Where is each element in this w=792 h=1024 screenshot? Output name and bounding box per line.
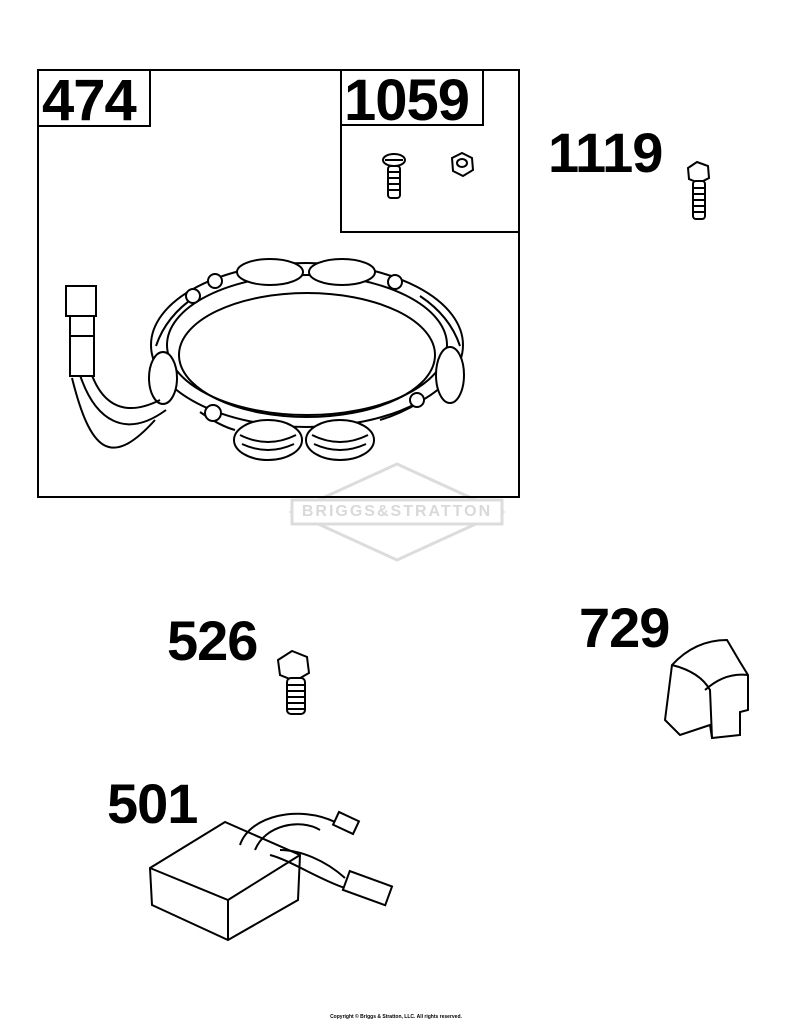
clip-729-icon (663, 638, 749, 740)
part-number-1059: 1059 (344, 68, 470, 133)
watermark-text: BRIGGS&STRATTON (301, 503, 493, 520)
screw-526-icon (276, 649, 311, 715)
alternator-stator-icon (65, 258, 465, 461)
kit-474-box (37, 69, 520, 498)
screw-1119-icon (686, 160, 711, 220)
part-number-501: 501 (107, 772, 198, 835)
small-screw-1059-icon (382, 153, 406, 199)
part-number-1119: 1119 (548, 121, 663, 184)
part-number-526: 526 (167, 609, 258, 672)
nut-1059-icon (450, 151, 475, 178)
copyright-notice: Copyright © Briggs & Stratton, LLC. All … (330, 1014, 462, 1020)
part-number-474: 474 (42, 68, 137, 133)
regulator-501-icon (148, 810, 394, 942)
part-number-729: 729 (579, 596, 670, 659)
